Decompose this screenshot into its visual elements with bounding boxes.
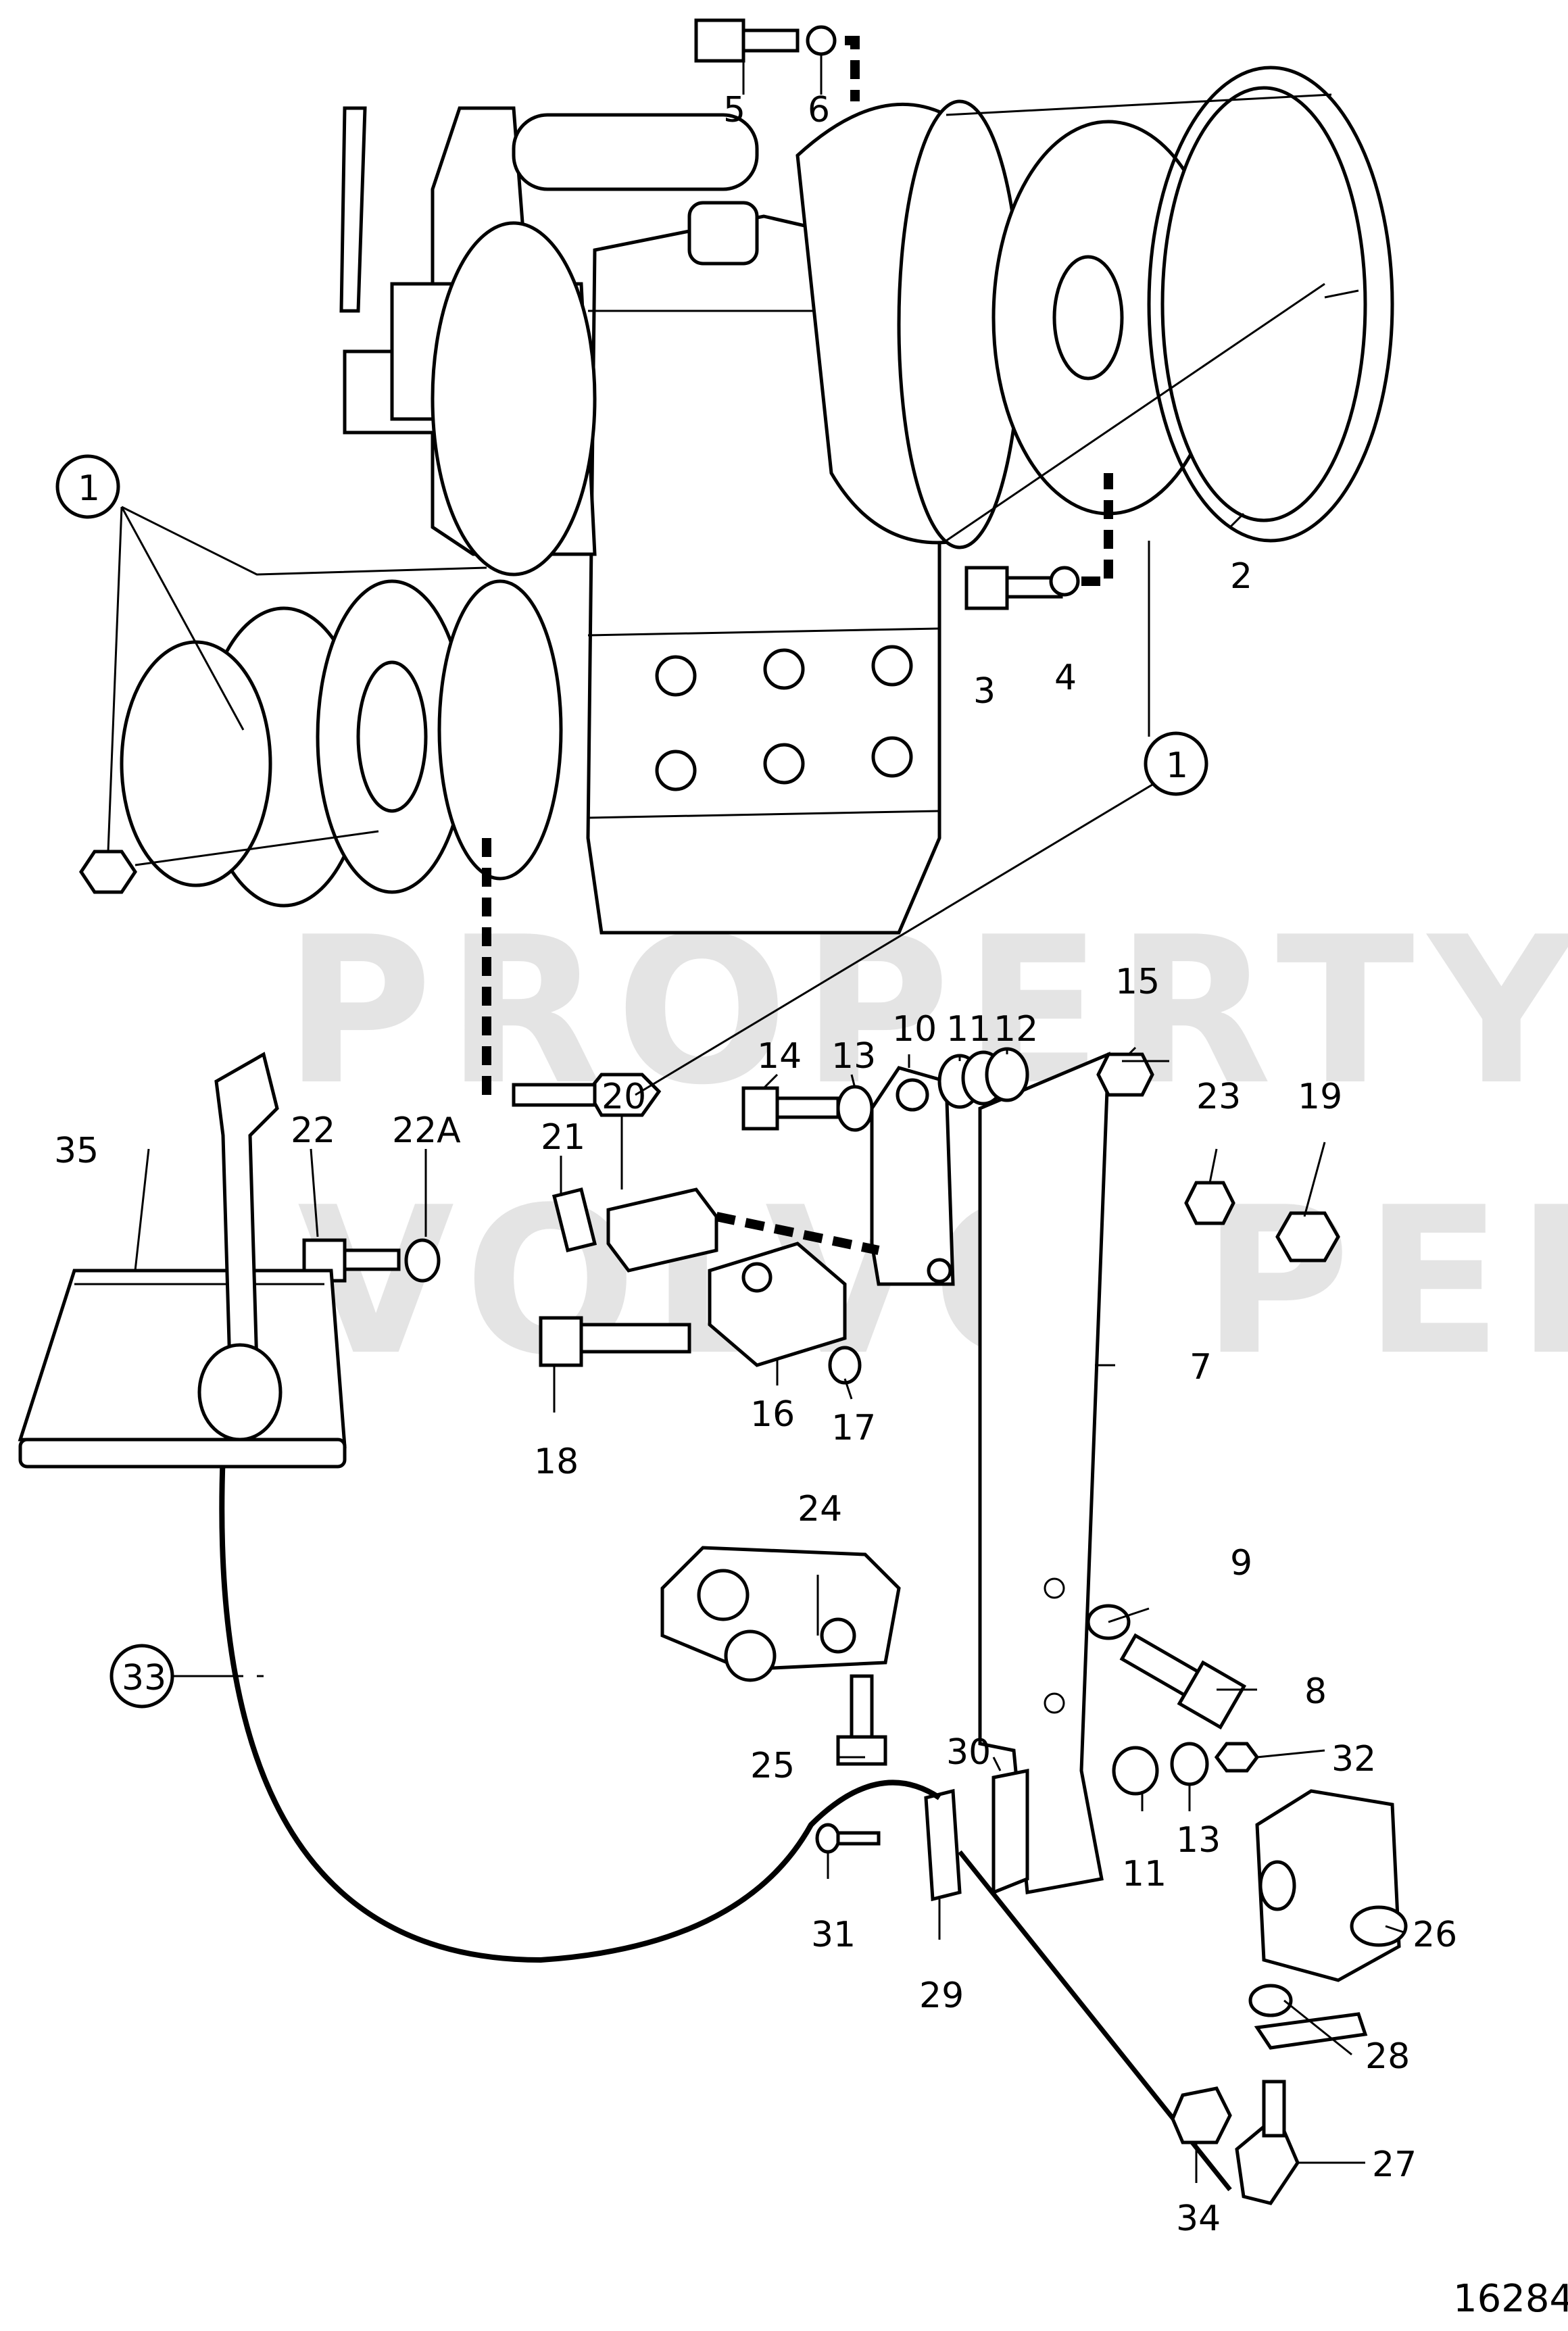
lever-24 (660, 1546, 901, 1682)
callout-23: 23 (1196, 1077, 1241, 1117)
washer-13 (836, 1085, 874, 1132)
bolt-25 (836, 1674, 887, 1766)
washer-13-lower (1170, 1742, 1209, 1786)
bell-housing (795, 99, 1023, 549)
callout-21: 21 (541, 1117, 585, 1158)
callout-1b: 1 (1166, 745, 1188, 786)
nut-23 (1184, 1181, 1235, 1225)
callout-13b: 13 (1176, 1820, 1221, 1861)
housing-bolt (482, 838, 662, 1117)
bolt-3-dashline (1081, 473, 1113, 586)
cable-bracket-30 (991, 1768, 1029, 1895)
callout-22a: 22A (392, 1110, 461, 1151)
callout-9: 9 (1230, 1543, 1252, 1584)
callout-14: 14 (757, 1036, 802, 1077)
nut-34 (1171, 2086, 1232, 2144)
callout-1b-circle (1144, 731, 1208, 796)
callout-26: 26 (1413, 1915, 1457, 1955)
screw-31 (815, 1823, 881, 1854)
bracket-21 (552, 1187, 597, 1253)
leader-lines (107, 54, 1406, 2183)
washer-17 (828, 1346, 862, 1385)
callout-2: 2 (1230, 556, 1252, 597)
output-coupling (78, 579, 563, 908)
callout-30: 30 (946, 1732, 991, 1773)
flywheel-ring (946, 66, 1394, 543)
bolt-18 (539, 1316, 691, 1367)
clamp-block-16 (708, 1242, 847, 1367)
bolt-5 (694, 18, 800, 63)
lever-plate-10 (870, 1066, 955, 1286)
bolt-3 (964, 566, 1063, 610)
callout-24: 24 (798, 1489, 842, 1529)
bolt-14 (741, 1085, 874, 1132)
callout-4: 4 (1054, 658, 1077, 698)
nut-15 (1096, 1052, 1154, 1097)
callout-34: 34 (1176, 2199, 1221, 2239)
callout-13a: 13 (831, 1036, 876, 1077)
callout-1a-circle (55, 454, 120, 519)
callout-27: 27 (1372, 2144, 1417, 2185)
callout-8: 8 (1304, 1671, 1327, 1712)
washer-6 (806, 25, 837, 56)
callout-32: 32 (1331, 1739, 1376, 1780)
callout-5: 5 (723, 90, 745, 130)
actuator-26 (1255, 1789, 1408, 1982)
figure-number: 16284 (1453, 2277, 1568, 2321)
callout-29: 29 (919, 1976, 964, 2016)
washer-4 (1049, 566, 1080, 597)
ball-joint-27 (1235, 2080, 1300, 2205)
control-cable-33 (219, 1452, 941, 1963)
nut-19 (1275, 1211, 1340, 1262)
bracket-arm-7 (978, 1052, 1110, 1894)
bracket-28 (1248, 1984, 1368, 2050)
callout-12: 12 (994, 1009, 1038, 1050)
callout-3: 3 (973, 671, 996, 712)
callout-20: 20 (602, 1077, 646, 1117)
callout-7: 7 (1190, 1347, 1212, 1388)
callout-25: 25 (750, 1746, 795, 1786)
callout-31: 31 (811, 1915, 856, 1955)
callout-17: 17 (831, 1408, 876, 1448)
callout-11b: 11 (1122, 1854, 1167, 1894)
callout-6: 6 (808, 90, 830, 130)
oil-filler-cap (687, 201, 759, 266)
coupling-nut (78, 850, 138, 894)
callout-28: 28 (1365, 2036, 1410, 2077)
damper-plate (991, 86, 1367, 522)
callout-35: 35 (54, 1131, 99, 1171)
control-valve-assembly (339, 106, 759, 576)
housing-bolt-holes (655, 645, 913, 791)
bolt-8 (1119, 1633, 1247, 1730)
callout-18: 18 (534, 1442, 579, 1482)
callout-11a: 11 (946, 1009, 991, 1050)
callout-22: 22 (291, 1110, 335, 1151)
nut-32 (1214, 1742, 1260, 1773)
callout-33: 33 (122, 1658, 166, 1698)
callout-15: 15 (1115, 962, 1160, 1002)
callout-10: 10 (892, 1009, 937, 1050)
callout-labels: 1 1 2 3 4 5 6 7 8 9 10 11 11 12 13 13 14… (54, 90, 1457, 2239)
bushing-stack (937, 1047, 1029, 1109)
washer-22a (404, 1238, 441, 1283)
bushing-11-lower (1112, 1746, 1159, 1796)
callout-33-circle (109, 1644, 174, 1709)
bolt-5-dashline (845, 36, 860, 101)
spacer-20 (606, 1187, 718, 1273)
callout-16: 16 (750, 1394, 795, 1435)
callout-19: 19 (1298, 1077, 1342, 1117)
cable-clamp-29 (924, 1788, 962, 1902)
control-box-35 (18, 1052, 347, 1469)
callout-1a: 1 (78, 468, 100, 509)
